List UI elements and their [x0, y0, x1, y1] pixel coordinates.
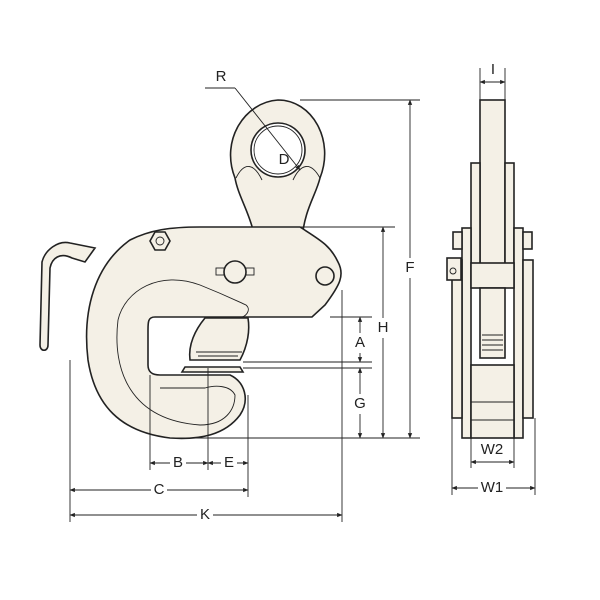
cam: [188, 317, 250, 361]
front-view: [39, 99, 342, 440]
label-w1: W1: [481, 479, 504, 496]
label-b: B: [173, 454, 183, 471]
label-h: H: [378, 319, 389, 336]
pad: [180, 366, 245, 373]
eye-hole: [250, 122, 306, 178]
label-g: G: [354, 395, 366, 412]
pivot-pin: [223, 260, 247, 284]
hex-bolt: [149, 231, 171, 251]
pin-hole: [315, 266, 335, 286]
dimension-labels: R D F H A G B E C K I W2 W1: [151, 61, 506, 525]
label-e: E: [224, 454, 234, 471]
label-f: F: [405, 259, 414, 276]
label-r: R: [216, 68, 227, 85]
lock-handle: [39, 241, 97, 352]
label-c: C: [154, 481, 165, 498]
label-a: A: [355, 334, 365, 351]
label-k: K: [200, 506, 210, 523]
label-i: I: [491, 61, 495, 78]
label-w2: W2: [481, 441, 504, 458]
side-view: [446, 99, 534, 439]
label-d: D: [279, 151, 290, 168]
